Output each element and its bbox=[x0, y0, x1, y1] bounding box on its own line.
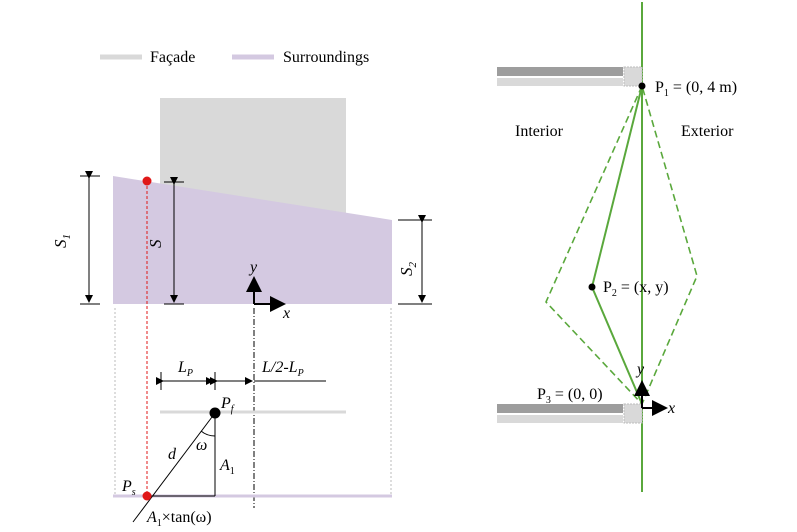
section-x-label: x bbox=[667, 400, 675, 417]
p1-label: P1 = (0, 4 m) bbox=[655, 79, 737, 99]
top-slab-dark bbox=[497, 67, 623, 76]
pf-point bbox=[209, 407, 221, 419]
p2-point bbox=[588, 283, 596, 291]
lp-label: LP bbox=[177, 359, 193, 379]
p1-point bbox=[638, 82, 646, 90]
bottom-slab-dark bbox=[497, 404, 623, 413]
legend: Façade Surroundings bbox=[100, 49, 369, 66]
top-slab-light bbox=[497, 78, 623, 86]
section-view: y x Interior Exterior P1 = (0, 4 m) P2 =… bbox=[497, 2, 737, 492]
p2-label: P2 = (x, y) bbox=[603, 279, 669, 299]
omega-arc bbox=[200, 430, 216, 437]
d-label: d bbox=[168, 446, 177, 463]
omega-label: ω bbox=[196, 437, 207, 454]
bottom-slab-end bbox=[623, 403, 643, 424]
top-slab-end bbox=[623, 66, 643, 87]
bottom-formula: A1×tan(ω) bbox=[146, 509, 212, 529]
surroundings-profile bbox=[113, 176, 392, 304]
exterior-label: Exterior bbox=[681, 123, 734, 140]
interior-label: Interior bbox=[515, 123, 564, 140]
deflected-shape-solid bbox=[590, 85, 643, 405]
s-label: S bbox=[146, 239, 165, 248]
s2-label: S2 bbox=[397, 262, 419, 277]
section-y-label: y bbox=[635, 361, 645, 378]
s1-label: S1 bbox=[51, 234, 73, 248]
elevation-view: S1 S S2 y x bbox=[51, 98, 432, 322]
elevation-ps-marker bbox=[142, 176, 152, 186]
legend-surroundings-label: Surroundings bbox=[283, 49, 369, 66]
a1-label: A1 bbox=[219, 457, 235, 477]
bottom-slab-light bbox=[497, 415, 623, 423]
projection-guides bbox=[114, 186, 392, 508]
ps-label: Ps bbox=[121, 478, 136, 498]
p3-label: P3 = (0, 0) bbox=[537, 386, 603, 406]
ps-point bbox=[142, 491, 152, 501]
half-l-label: L/2-LP bbox=[261, 359, 304, 379]
d-line bbox=[132, 412, 216, 523]
elevation-x-label: x bbox=[282, 305, 290, 322]
legend-facade-label: Façade bbox=[150, 49, 195, 66]
pf-label: Pf bbox=[220, 395, 235, 415]
elevation-y-label: y bbox=[248, 259, 258, 276]
plan-view: LP L/2-LP Pf ω d A1 Ps A1×tan(ω) bbox=[113, 359, 392, 529]
